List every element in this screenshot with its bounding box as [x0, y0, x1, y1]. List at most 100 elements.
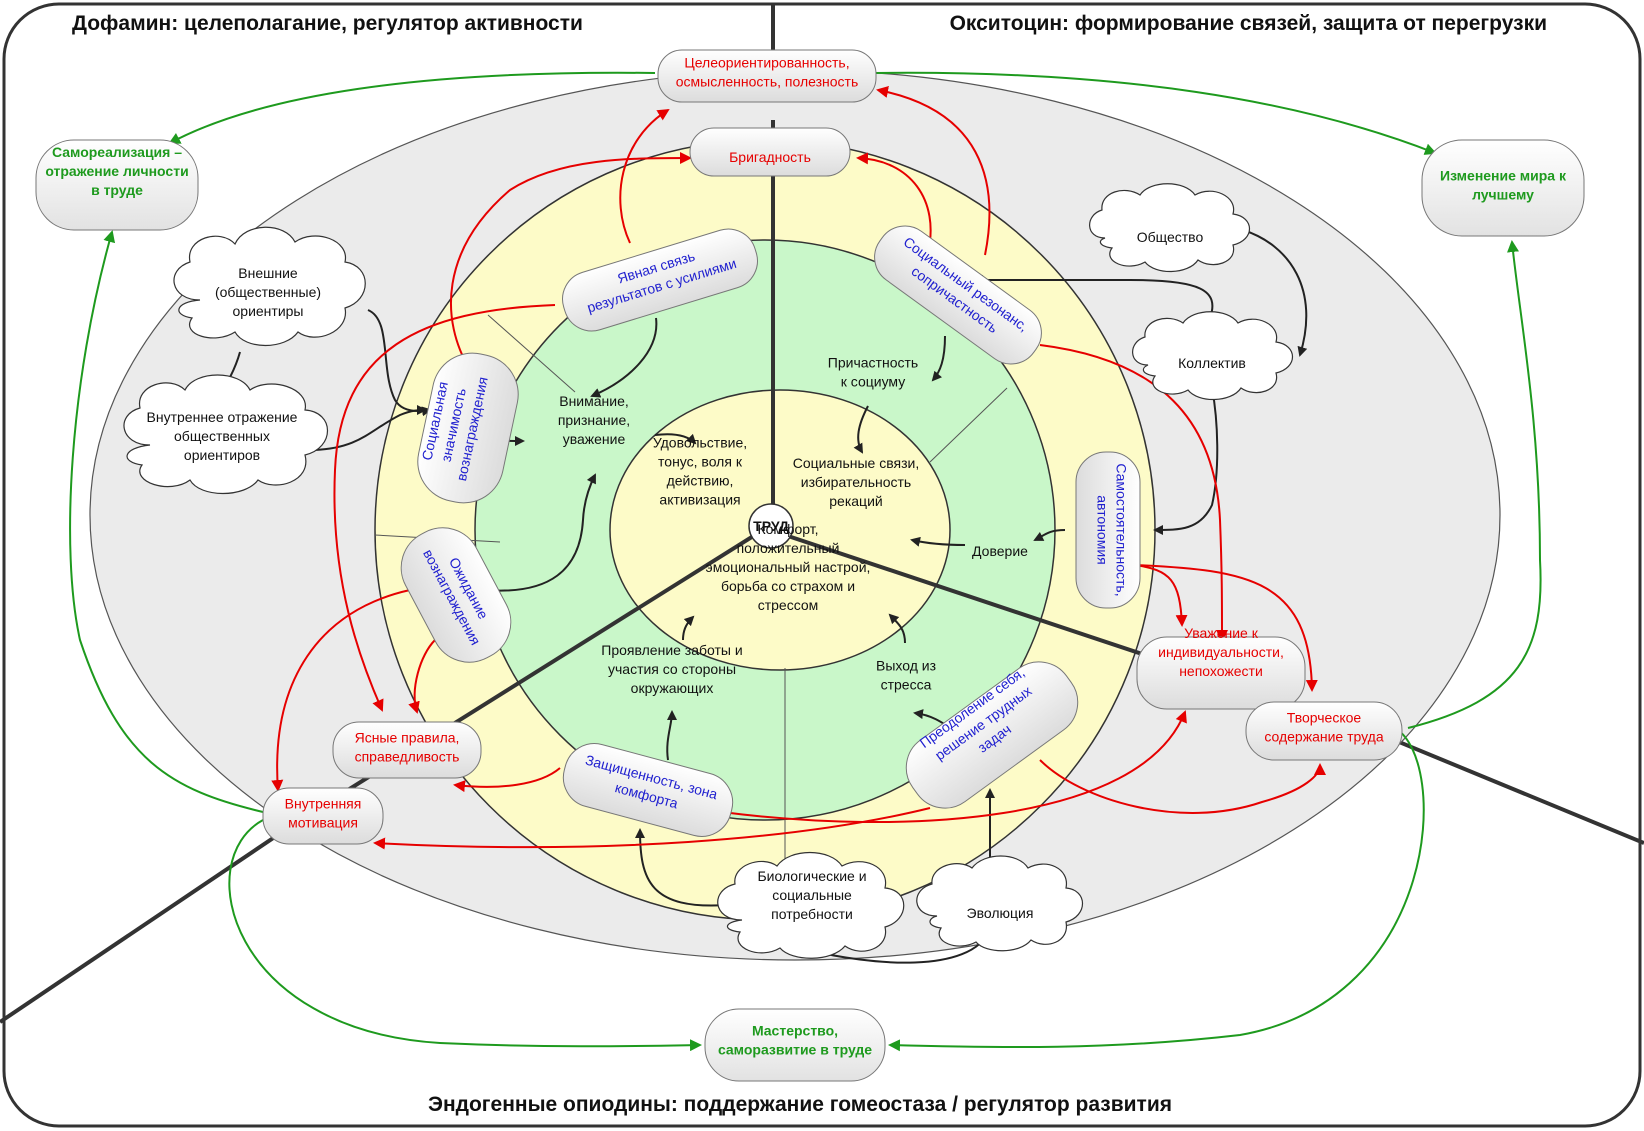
clear-rules-text: Ясные правила, справедливость [355, 730, 460, 765]
inner-pleasure-line: Удовольствие, [653, 435, 747, 451]
inner-motivation-text-line: мотивация [288, 815, 358, 831]
arrow-expectation-attention [484, 473, 596, 592]
pill-social-resonance [874, 225, 1042, 365]
title-opioids: Эндогенные опиодины: поддержание гомеост… [428, 1093, 1172, 1116]
green-attention-line: признание, [558, 412, 630, 428]
purpose-text-line: Целеориентированность, [684, 55, 849, 71]
arrow-trust-social [910, 536, 966, 547]
arrow-bioneeds-protection [635, 828, 728, 907]
creative-text-line: Творческое [1287, 710, 1362, 726]
red-overcoming-creative [1039, 759, 1326, 814]
arrow-care-comfort [682, 615, 695, 641]
green-arrow-creative-changeworld [1407, 240, 1542, 729]
inner-social-ties: Социальные связи, избирательность рекаций [793, 455, 919, 509]
inner-pleasure-line: активизация [659, 492, 740, 508]
red-expectation-motivation [271, 589, 411, 792]
cloud-society [1089, 183, 1250, 273]
cloud-collective [1132, 311, 1293, 401]
title-dopamine: Дофамин: целеполагание, регулятор активн… [72, 12, 583, 35]
cloud-internal-text-line: Внутреннее отражение [147, 409, 298, 425]
green-stress-exit-line: стресса [881, 677, 932, 693]
center-circle [748, 503, 794, 549]
cloud-external-text-line: Внешние [238, 265, 298, 281]
cloud-bio-needs-text-line: социальные [772, 887, 852, 903]
creative-text-line: содержание труда [1264, 729, 1384, 745]
green-care-line: участия со стороны [608, 661, 736, 677]
green-belonging-line: к социуму [841, 374, 905, 390]
inner-social-ties-line: Социальные связи, [793, 455, 919, 471]
inner-comfort-line: борьба со страхом и [721, 578, 855, 594]
divider-right [1369, 728, 1644, 845]
pill-overcoming [905, 661, 1079, 809]
red-explicit-purpose [619, 108, 670, 244]
red-overcoming-motivation [373, 807, 931, 850]
inner-social-ties-line: рекаций [829, 493, 882, 509]
mastery-text-line: Мастерство, [752, 1023, 838, 1039]
inner-comfort-line: Комфорт, [757, 521, 818, 537]
green-attention-line: Внимание, [559, 393, 629, 409]
green-arrow-creative-mastery [888, 727, 1425, 1052]
green-stress-exit-line: Выход из [876, 658, 936, 674]
pill-purpose [657, 49, 877, 103]
arrow-collective-resonance [973, 275, 1214, 319]
green-belonging: Причастность к социуму [828, 355, 918, 390]
inner-comfort-line: эмоциональный настрой, [706, 559, 871, 575]
teamwork-text: Бригадность [729, 149, 811, 165]
cloud-bio-needs-text-line: потребности [771, 906, 853, 922]
pill-teamwork [689, 127, 851, 177]
teamwork-text-line: Бригадность [729, 149, 811, 165]
self-realization-text-line: отражение личности [45, 163, 188, 179]
purpose-text-line: осмысленность, полезность [676, 74, 859, 90]
clear-rules-text-line: справедливость [355, 749, 460, 765]
cloud-external [173, 226, 366, 347]
mastery-text: Мастерство,саморазвитие в труде [718, 1023, 872, 1058]
change-world-text-line: Изменение мира к [1440, 168, 1567, 184]
pill-protection [562, 743, 734, 837]
arrow-belonging-social [853, 405, 869, 454]
clear-rules-text-line: Ясные правила, [355, 730, 460, 746]
cloud-society-text: Общество [1137, 229, 1204, 245]
green-belonging-line: Причастность [828, 355, 918, 371]
arrow-autonomy-trust [1033, 529, 1066, 541]
inner-comfort-line: стрессом [758, 597, 819, 613]
pill-social-significance [417, 352, 519, 504]
pill-inner-motivation [262, 787, 384, 845]
green-trust: Доверие [972, 543, 1028, 559]
red-autonomy-creative [1134, 564, 1318, 692]
cloud-collective-text: Коллектив [1178, 355, 1246, 371]
sector-line [487, 314, 576, 393]
pill-respect [1136, 636, 1306, 710]
center-label: ТРУД [753, 518, 789, 534]
cloud-evolution-text-line: Эволюция [967, 905, 1034, 921]
cloud-external-text-line: (общественные) [215, 284, 321, 300]
sector-line [929, 387, 1008, 463]
inner-pleasure-line: тонус, воля к [658, 454, 743, 470]
cloud-bio-needs [717, 851, 905, 959]
red-resonance-purpose [876, 86, 991, 256]
green-attention: Внимание, признание, уважение [558, 393, 630, 447]
pill-explicit-link [562, 228, 758, 332]
self-realization-text-line: в труде [91, 182, 143, 198]
cloud-evolution [916, 855, 1083, 952]
cloud-society-text-line: Общество [1137, 229, 1204, 245]
inner-social-ties-line: избирательность [801, 474, 911, 490]
green-trust-line: Доверие [972, 543, 1028, 559]
cloud-evolution-text: Эволюция [967, 905, 1034, 921]
respect-text-line: Уважение к [1184, 625, 1259, 641]
arrow-collective-autonomy [1153, 387, 1219, 535]
green-attention-line: уважение [563, 431, 626, 447]
divider-left [0, 818, 302, 1024]
arrow-society-collective [1242, 229, 1308, 357]
red-resonance-teamwork [856, 152, 932, 254]
pill-mastery [704, 1008, 886, 1082]
cloud-external-text: Внешние(общественные)ориентиры [215, 265, 321, 319]
red-autonomy-respect [1134, 564, 1188, 627]
respect-text-line: индивидуальности, [1158, 644, 1284, 660]
